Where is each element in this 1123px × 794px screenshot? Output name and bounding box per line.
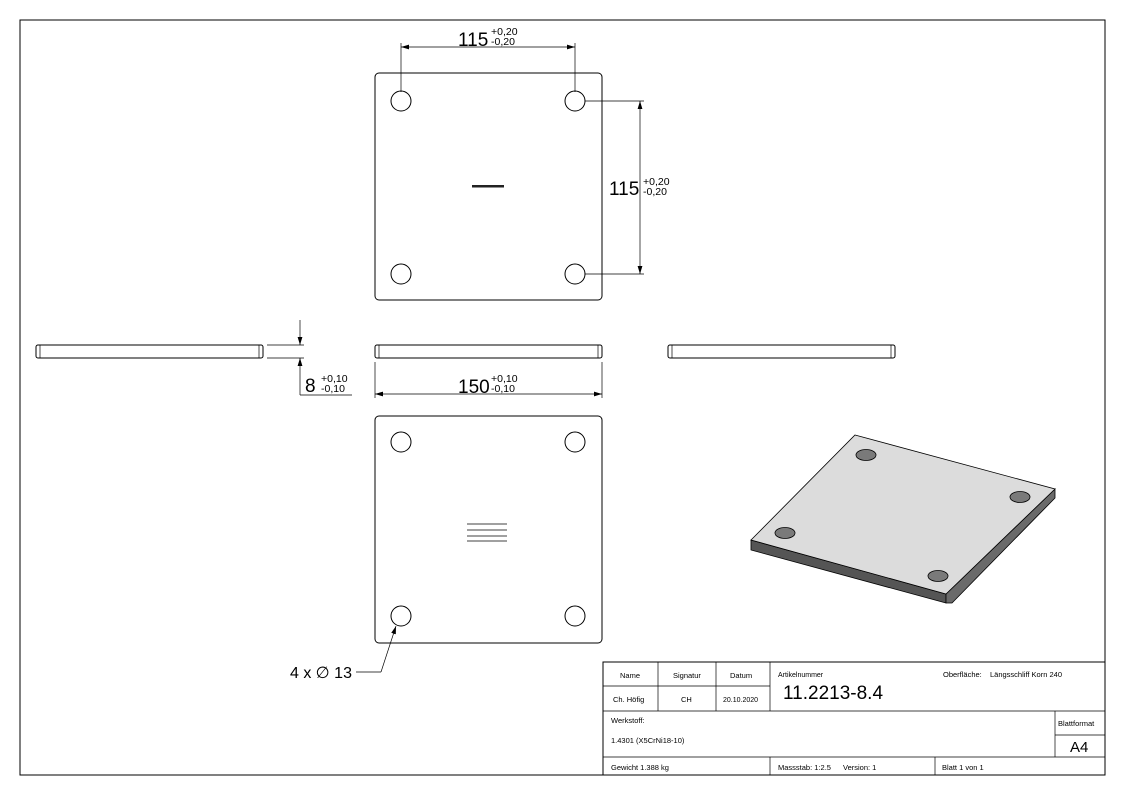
dim-tol-plus: +0,20 [491,26,518,38]
dimension-plate-width: 150 +0,10 -0,10 [374,362,603,398]
material-value: 1.4301 (X5CrNi18-10) [611,736,685,745]
dimension-thickness: 8 +0,10 -0,10 [267,320,352,397]
hole-bottom-left [390,263,412,285]
title-block: Name Signatur Datum Ch. Höfig CH 20.10.2… [602,661,1106,776]
engraving-mark [472,185,504,188]
hole-bottom-right [564,263,586,285]
dim-tol-minus: -0,10 [491,383,515,395]
header-date: Datum [730,671,752,680]
drawing-border [19,19,1106,776]
header-name: Name [620,671,640,680]
version: Version: 1 [843,763,876,772]
hole-top-right [564,431,586,453]
dimension-top-width: 115 +0,20 -0,20 [400,26,576,92]
dim-value: 115 [458,30,488,51]
material-label: Werkstoff: [611,716,644,725]
hole-bottom-left [390,605,412,627]
hole-top-left [390,431,412,453]
dim-value: 150 [458,377,490,398]
iso-hole [1009,491,1031,503]
drawing-date: 20.10.2020 [723,697,758,704]
dimension-top-height: 115 +0,20 -0,20 [585,100,670,275]
sheet-number: Blatt 1 von 1 [942,763,984,772]
bottom-view [374,415,603,644]
drafter-signature: CH [681,695,692,704]
dim-tol-minus: -0,20 [491,36,515,48]
header-signature: Signatur [673,671,701,680]
iso-hole [927,570,949,582]
hole-top-left [390,90,412,112]
dim-tol-plus: +0,10 [491,373,518,385]
article-label: Artikelnummer [778,672,824,679]
hole-callout: 4 x ∅ 13 [290,625,397,682]
surface-value: Längsschliff Korn 240 [990,670,1062,679]
iso-hole [774,527,796,539]
article-number: 11.2213-8.4 [783,683,883,704]
side-view-left [35,344,264,359]
dim-tol-plus: +0,10 [321,373,348,385]
scale: Massstab: 1:2.5 [778,763,831,772]
sheet-format-label: Blattformat [1058,719,1095,728]
bottom-view-outline [374,415,603,644]
dim-tol-plus: +0,20 [643,176,670,188]
drafter-name: Ch. Höfig [613,695,644,704]
front-view [374,344,603,359]
surface-label: Oberfläche: [943,670,982,679]
sheet-format-value: A4 [1070,739,1088,756]
top-view-outline [374,72,603,301]
hole-bottom-right [564,605,586,627]
dim-value: 8 [305,376,316,397]
top-view [374,72,603,301]
side-view-right [667,344,896,359]
iso-hole [855,449,877,461]
dim-tol-minus: -0,10 [321,383,345,395]
isometric-view [750,434,1056,604]
engraving-lines [467,523,507,542]
dim-value: 115 [609,179,639,200]
hole-callout-label: 4 x ∅ 13 [290,665,352,682]
iso-top-face [750,434,1056,595]
dim-tol-minus: -0,20 [643,186,667,198]
weight: Gewicht 1.388 kg [611,763,669,772]
hole-top-right [564,90,586,112]
